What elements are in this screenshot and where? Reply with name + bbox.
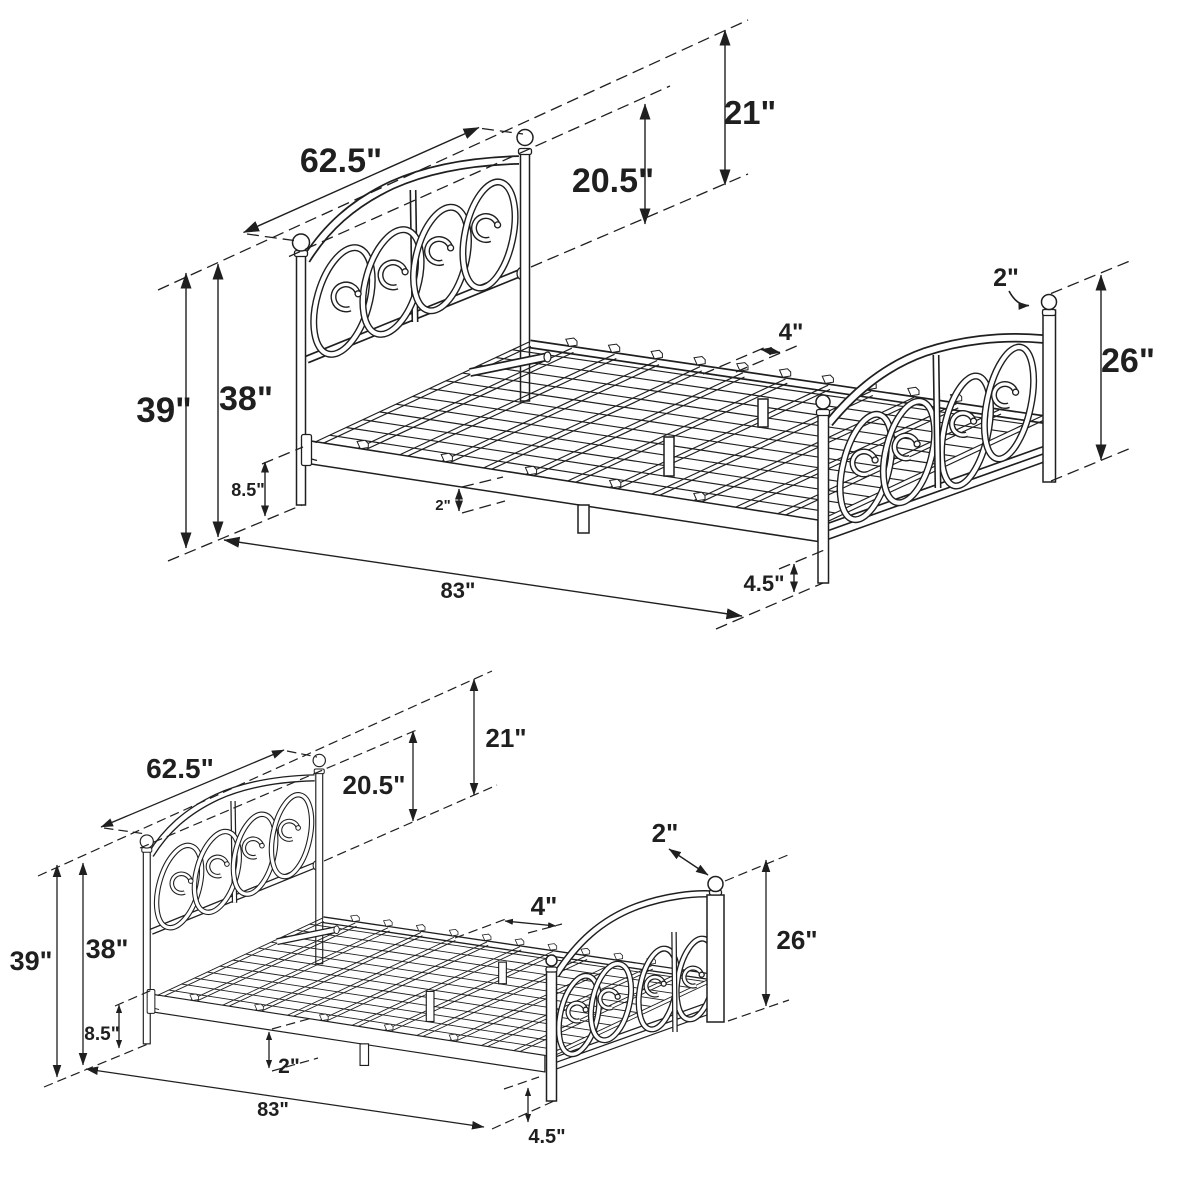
svg-text:2": 2": [435, 497, 450, 514]
svg-text:4": 4": [531, 891, 558, 921]
svg-text:38": 38": [86, 934, 129, 964]
svg-text:8.5": 8.5": [84, 1024, 119, 1045]
svg-text:4": 4": [779, 319, 804, 346]
svg-text:62.5": 62.5": [300, 142, 382, 180]
svg-text:83": 83": [257, 1099, 289, 1121]
svg-text:21": 21": [724, 94, 776, 131]
svg-text:2": 2": [652, 818, 679, 848]
svg-text:26": 26": [1101, 342, 1155, 380]
svg-text:8.5": 8.5": [231, 480, 265, 500]
svg-text:39": 39": [136, 391, 192, 430]
svg-text:21": 21": [485, 723, 526, 753]
svg-text:20.5": 20.5": [343, 770, 406, 800]
svg-text:26": 26": [776, 925, 817, 955]
svg-text:38": 38": [219, 380, 273, 418]
svg-text:83": 83": [441, 578, 476, 603]
svg-text:2": 2": [278, 1055, 300, 1078]
svg-text:2": 2": [993, 264, 1019, 292]
svg-text:62.5": 62.5": [146, 753, 214, 784]
svg-text:4.5": 4.5": [743, 571, 784, 596]
svg-text:20.5": 20.5": [572, 162, 654, 200]
svg-text:4.5": 4.5": [528, 1126, 565, 1148]
svg-text:39": 39": [10, 946, 53, 976]
